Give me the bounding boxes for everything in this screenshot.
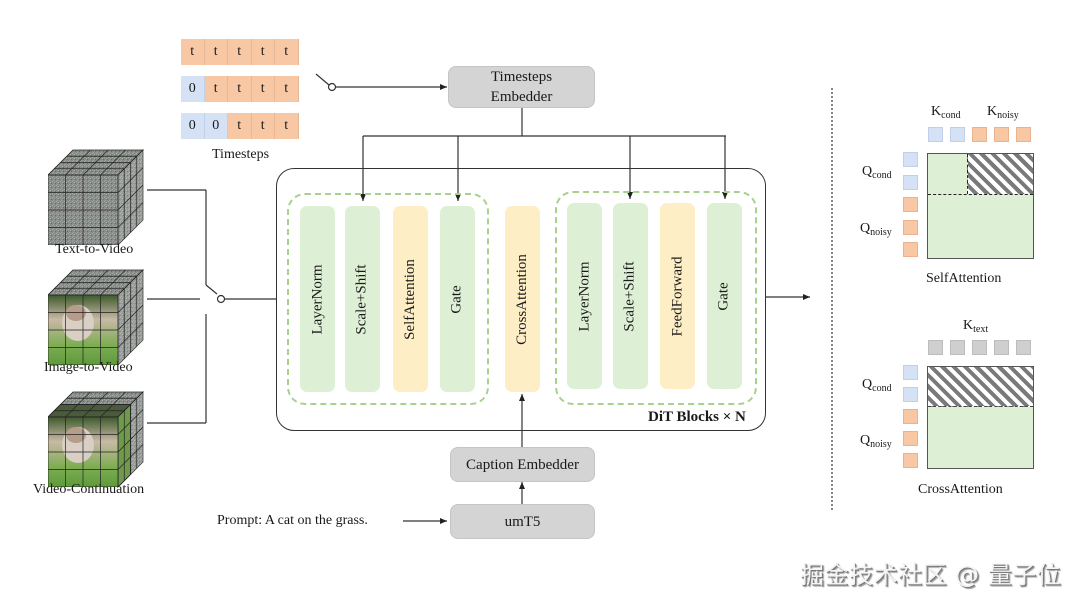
- dit-blocks-label: DiT Blocks × N: [648, 409, 746, 425]
- timestep-cell: t: [251, 39, 275, 65]
- cross-attention-masked-region: [928, 367, 1033, 407]
- q-noisy-token: [903, 409, 918, 424]
- cross-attention-block: CrossAttention: [505, 206, 540, 392]
- timestep-row-1: t t t t t: [181, 39, 299, 65]
- q-noisy-token: [903, 197, 918, 212]
- k-text-token: [972, 340, 987, 355]
- k-noisy-label: Knoisy: [987, 104, 1019, 121]
- gate-block-2: Gate: [707, 203, 742, 389]
- k-noisy-token: [994, 127, 1009, 142]
- gate-block-1: Gate: [440, 206, 475, 392]
- q-noisy-token: [903, 242, 918, 257]
- timestep-cell: t: [275, 76, 299, 102]
- timestep-switch-lever: [315, 73, 330, 86]
- self-attention-mask-divider: [928, 194, 1033, 195]
- text-to-video-cube: [48, 149, 144, 245]
- watermark: 掘金技术社区 @ 量子位: [800, 561, 1062, 589]
- timestep-cell: 0: [181, 113, 205, 139]
- q-cond-token: [903, 152, 918, 167]
- cross-attention-title: CrossAttention: [918, 482, 1003, 497]
- timestep-cell: 0: [181, 76, 205, 102]
- timestep-cell: t: [251, 113, 275, 139]
- timestep-row-2: 0 t t t t: [181, 76, 299, 102]
- q-cond-label: Qcond: [862, 164, 892, 181]
- k-cond-label: Kcond: [931, 104, 961, 121]
- q-noisy-label: Qnoisy: [860, 221, 892, 238]
- feedforward-group: [555, 191, 757, 405]
- input-switch-lever: [205, 284, 218, 295]
- q-cond-token: [903, 175, 918, 190]
- timestep-cell: t: [251, 76, 275, 102]
- timestep-switch-pivot: [327, 82, 337, 92]
- caption-embedder: Caption Embedder: [450, 447, 595, 482]
- timestep-cell: t: [204, 39, 228, 65]
- timesteps-embedder-line2: Embedder: [490, 89, 553, 105]
- timesteps-embedder-line1: Timesteps: [490, 69, 553, 85]
- prompt-text: Prompt: A cat on the grass.: [217, 513, 368, 528]
- text-to-video-label: Text-to-Video: [55, 242, 134, 257]
- k-text-token: [1016, 340, 1031, 355]
- self-attention-title: SelfAttention: [926, 271, 1002, 286]
- k-noisy-token: [972, 127, 987, 142]
- self-attention-masked-region: [967, 154, 1033, 194]
- input-switch-pivot: [216, 294, 226, 304]
- self-attention-group: [287, 193, 489, 405]
- scale-shift-block-2: Scale+Shift: [613, 203, 648, 389]
- video-continuation-label: Video-Continuation: [33, 482, 145, 497]
- video-continuation-cube: [48, 391, 144, 487]
- timestep-cell: t: [228, 76, 252, 102]
- k-noisy-token: [1016, 127, 1031, 142]
- k-text-token: [994, 340, 1009, 355]
- q-cond-label-cross: Qcond: [862, 377, 892, 394]
- q-noisy-token: [903, 431, 918, 446]
- k-cond-token: [950, 127, 965, 142]
- feedforward-block: FeedForward: [660, 203, 695, 389]
- image-to-video-label: Image-to-Video: [44, 360, 133, 375]
- timestep-cell: 0: [204, 113, 228, 139]
- q-noisy-label-cross: Qnoisy: [860, 433, 892, 450]
- layernorm-block-1: LayerNorm: [300, 206, 335, 392]
- k-text-label: Ktext: [963, 318, 989, 335]
- dit-blocks-container: [276, 168, 766, 431]
- q-noisy-token: [903, 453, 918, 468]
- umt5-encoder: umT5: [450, 504, 595, 539]
- scale-shift-block-1: Scale+Shift: [345, 206, 380, 392]
- layernorm-block-2: LayerNorm: [567, 203, 602, 389]
- timesteps-embedder: Timesteps Embedder: [448, 66, 595, 108]
- timestep-cell: t: [204, 76, 228, 102]
- timestep-cell: t: [228, 113, 252, 139]
- image-to-video-cube: [48, 269, 144, 365]
- q-cond-token: [903, 365, 918, 380]
- timestep-cell: t: [181, 39, 205, 65]
- timestep-cell: t: [228, 39, 252, 65]
- k-text-token: [950, 340, 965, 355]
- timestep-row-3: 0 0 t t t: [181, 113, 299, 139]
- k-cond-token: [928, 127, 943, 142]
- timestep-cell: t: [275, 113, 299, 139]
- q-noisy-token: [903, 220, 918, 235]
- self-attention-block: SelfAttention: [393, 206, 428, 392]
- timestep-cell: t: [275, 39, 299, 65]
- q-cond-token: [903, 387, 918, 402]
- timesteps-label: Timesteps: [212, 147, 270, 162]
- k-text-token: [928, 340, 943, 355]
